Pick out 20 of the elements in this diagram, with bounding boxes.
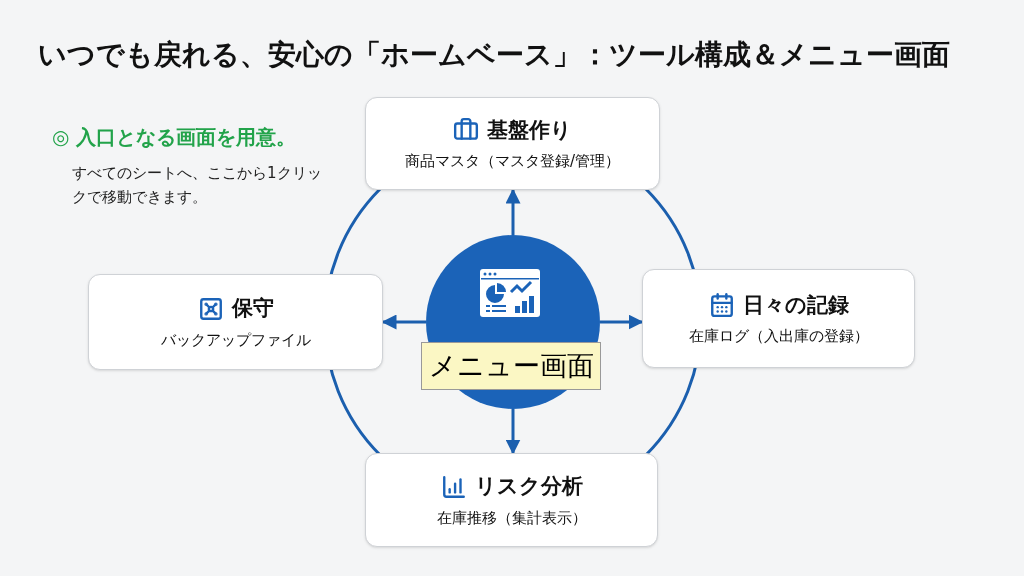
- note-heading: ◎ 入口となる画面を用意。: [52, 124, 297, 151]
- arrow: [600, 314, 644, 330]
- card-subtitle: 在庫推移（集計表示）: [436, 507, 587, 529]
- card-subtitle: 在庫ログ（入出庫の登録）: [688, 326, 869, 347]
- feature-card: [365, 453, 658, 547]
- card-title: リスク分析: [474, 473, 583, 500]
- card-title: 基盤作り: [487, 116, 572, 144]
- arrow: [505, 188, 521, 235]
- menu-label: メニュー画面: [421, 342, 601, 390]
- feature-card: [642, 269, 915, 368]
- title: いつでも戻れる、安心の「ホームベース」：ツール構成＆メニュー画面: [38, 37, 950, 73]
- arrow: [381, 314, 426, 330]
- arrow: [505, 409, 521, 455]
- note-text: すべてのシートへ、ここから1クリックで移動できます。: [72, 163, 322, 208]
- feature-card: [88, 274, 383, 370]
- card-subtitle: バックアップファイル: [160, 329, 311, 351]
- feature-card: [365, 97, 660, 190]
- card-title: 保守: [231, 295, 274, 322]
- card-subtitle: 商品マスタ（マスタ登録/管理）: [404, 151, 621, 172]
- card-title: 日々の記録: [742, 291, 849, 319]
